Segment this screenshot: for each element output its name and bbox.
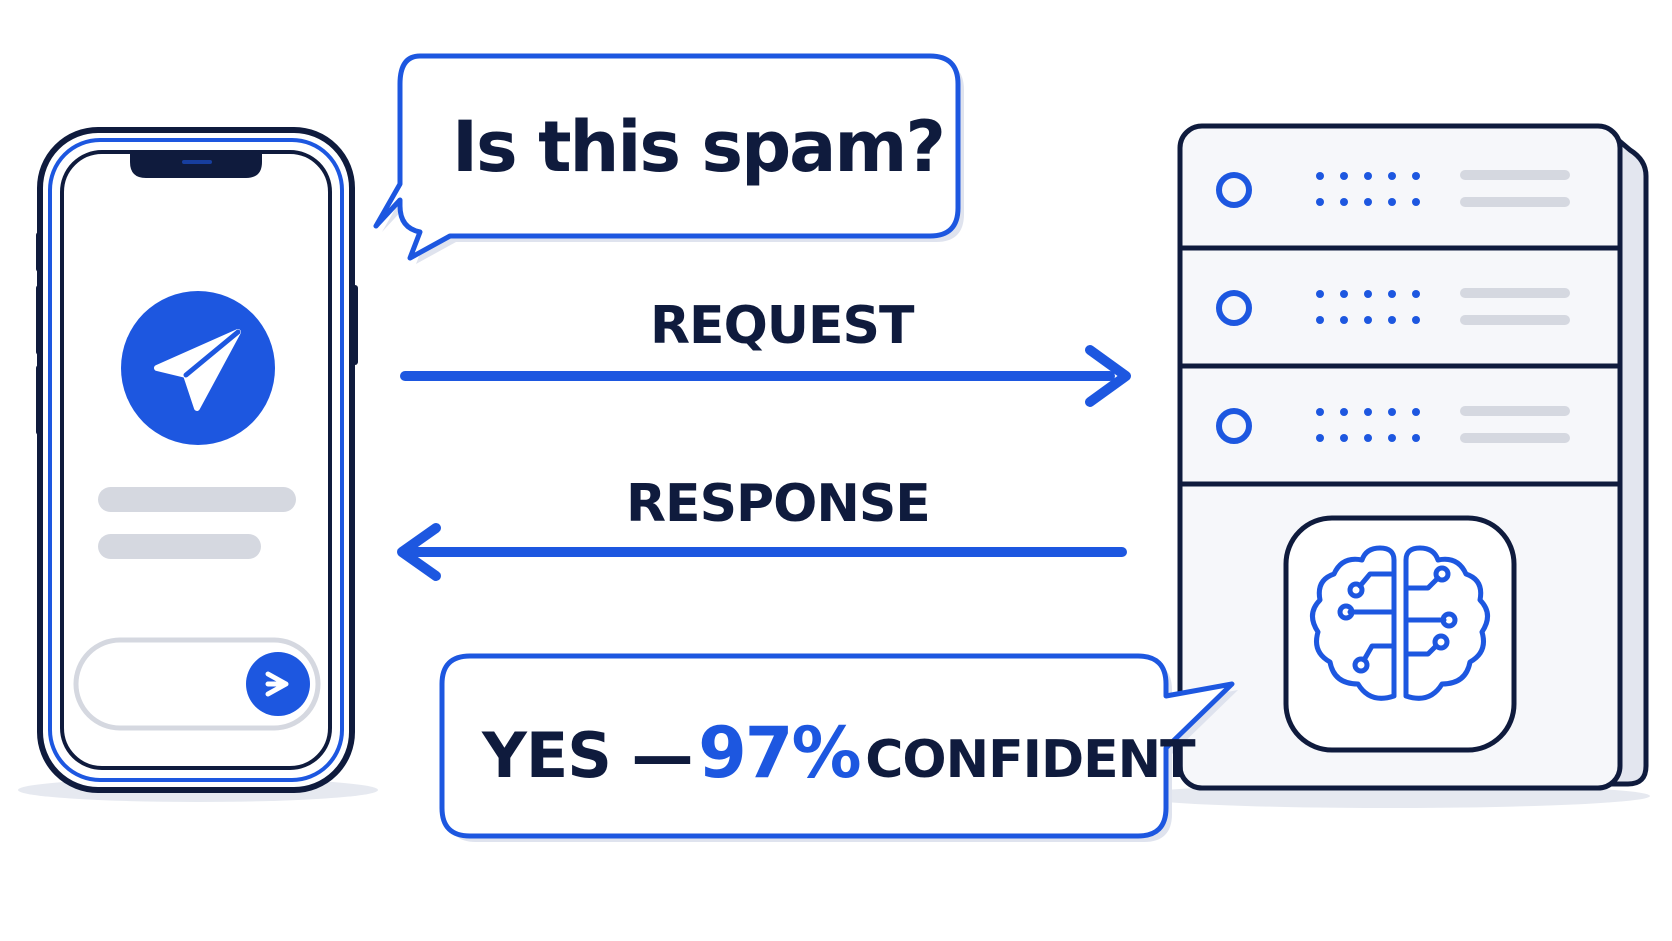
server bbox=[1130, 123, 1650, 808]
response-arrow bbox=[397, 523, 1127, 581]
server-status-icon bbox=[1216, 290, 1252, 326]
server-slot-bar bbox=[1460, 315, 1570, 325]
server-vent-dots bbox=[1316, 172, 1420, 206]
request-label: REQUEST bbox=[650, 296, 914, 356]
answer-bubble bbox=[439, 653, 1238, 842]
response-label: RESPONSE bbox=[626, 474, 931, 534]
question-text: Is this spam? bbox=[452, 106, 946, 188]
answer-text: YES — 97% CONFIDENT bbox=[482, 718, 1196, 790]
phone bbox=[18, 127, 378, 802]
answer-confident: CONFIDENT bbox=[865, 730, 1195, 790]
server-vent-dots bbox=[1316, 408, 1420, 442]
server-status-icon bbox=[1216, 172, 1252, 208]
send-icon bbox=[265, 671, 289, 697]
answer-percent: 97% bbox=[698, 712, 862, 794]
answer-bubble-outline bbox=[439, 653, 1235, 839]
server-slot-bar bbox=[1460, 288, 1570, 298]
server-slot-bar bbox=[1460, 197, 1570, 207]
ai-module-frame bbox=[1283, 515, 1517, 753]
response-arrow-head bbox=[397, 523, 441, 581]
server-vent-dots bbox=[1316, 290, 1420, 324]
server-slot-bar bbox=[1460, 170, 1570, 180]
brain-circuit-icon bbox=[1310, 545, 1490, 701]
question-bubble-outline bbox=[373, 53, 961, 261]
message-placeholder-line bbox=[98, 487, 296, 512]
server-unit-3 bbox=[1216, 406, 1570, 444]
phone-notch bbox=[130, 152, 262, 178]
phone-speaker bbox=[182, 160, 212, 164]
phone-frame-inner bbox=[48, 138, 344, 782]
request-arrow-head bbox=[1085, 345, 1131, 407]
question-bubble bbox=[373, 53, 964, 264]
request-arrow bbox=[400, 345, 1131, 407]
server-status-icon bbox=[1216, 408, 1252, 444]
server-unit-2 bbox=[1216, 288, 1570, 326]
server-slot-bar bbox=[1460, 433, 1570, 443]
message-placeholder-line bbox=[98, 534, 261, 559]
answer-yes: YES — bbox=[482, 719, 693, 792]
paper-plane-fold bbox=[183, 329, 241, 378]
server-unit-1 bbox=[1216, 170, 1570, 208]
server-slot-bar bbox=[1460, 406, 1570, 416]
